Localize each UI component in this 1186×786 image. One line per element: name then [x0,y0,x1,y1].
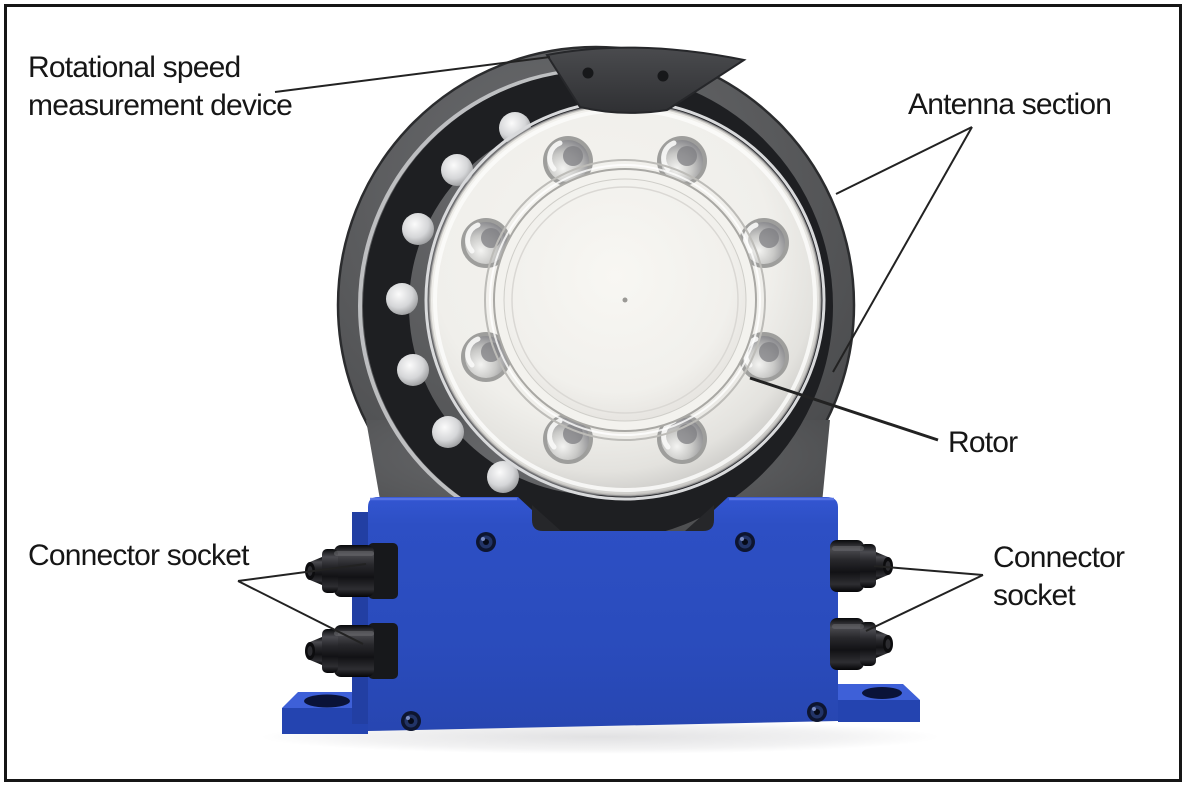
connector-socket-right-top [830,540,893,592]
leader-line-connector-right-2 [865,574,984,632]
leader-lines [237,56,984,645]
label-line: Connector [993,541,1125,574]
base-housing [282,497,920,734]
sensor-cap [545,46,747,114]
base-foot-right [838,684,920,722]
label-connector-socket-left: Connector socket [28,539,249,572]
leader-line-connector-left-1 [237,563,367,582]
flange-bolt [657,414,707,464]
cap-screw [582,67,594,79]
notch-shadow [685,505,714,531]
base-screw [401,711,421,731]
mounting-hole [862,687,902,699]
flange-bolt [739,218,789,268]
notch-shadow [532,505,561,531]
leader-line-antenna-1 [835,126,973,195]
flange-bore [484,159,766,441]
leader-line-connector-left-2 [237,580,364,645]
base-foot-left [282,692,368,734]
leader-line-antenna-2 [832,126,973,373]
leader-line-rotational-speed [274,56,551,93]
label-line: socket [993,579,1076,612]
rotor-flange [428,103,822,497]
leader-line-rotor [749,376,939,442]
mounting-hole [304,694,350,708]
base-screw [476,532,496,552]
label-connector-socket-right: Connector socket [993,539,1125,615]
leader-line-connector-right-1 [873,565,984,576]
label-line: measurement device [28,89,293,122]
base-screw [735,532,755,552]
connector-socket-left-top [305,543,398,599]
label-rotor: Rotor [948,426,1018,459]
connector-socket-right-bottom [830,618,893,670]
label-antenna-section: Antenna section [908,88,1112,121]
cap-screw [657,70,669,82]
label-line: Rotational speed [28,51,241,84]
connector-socket-left-bottom [305,623,398,679]
label-rotational-speed-device: Rotational speed measurement device [28,49,293,125]
base-screw [807,702,827,722]
